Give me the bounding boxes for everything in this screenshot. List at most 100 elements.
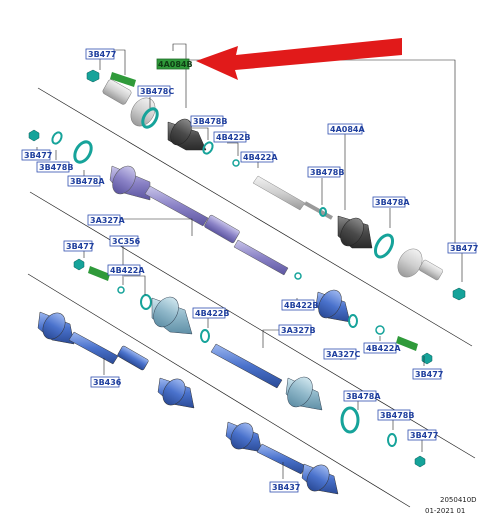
label-l21: 3A327C <box>323 348 360 360</box>
part-number-box <box>213 131 247 143</box>
small-clip-low <box>117 286 125 294</box>
part-number-text: 3B477 <box>450 244 478 253</box>
label-l16: 3C356 <box>109 235 141 247</box>
teal-clamp <box>202 141 214 155</box>
part-number-text: 3A327B <box>281 326 316 335</box>
part-number-box <box>109 235 139 247</box>
part-number-text: 3B478B <box>39 163 73 172</box>
part-number-box <box>307 166 341 178</box>
part-number-box <box>87 214 121 226</box>
label-l8: 3B478B <box>36 161 73 173</box>
damper-blue <box>117 345 149 371</box>
part-number-text: 3B478B <box>193 117 227 126</box>
label-l27: 3B477 <box>407 429 438 441</box>
label-l14: 3A327A <box>87 214 125 226</box>
label-l22: 4B422A <box>363 342 401 354</box>
footer-code: 2050410D <box>440 496 477 504</box>
hex-nut-low <box>73 258 85 271</box>
part-number-box <box>190 115 224 127</box>
shaft-blue-bottom <box>68 331 119 365</box>
outer-cv-joint-grey <box>397 248 444 281</box>
part-number-box <box>67 175 101 187</box>
shaft-assembly-bottom <box>37 311 339 495</box>
shaft-purple <box>144 185 209 227</box>
boot-blue-bottom-4 <box>301 463 339 495</box>
part-number-text: 4B422A <box>243 153 278 162</box>
label-l26: 3B478B <box>377 409 414 421</box>
part-number-box <box>137 85 171 97</box>
teal-clamp-2 <box>319 207 327 217</box>
label-l7: 3B477 <box>21 149 52 161</box>
part-number-text: 4B422A <box>366 344 401 353</box>
shaft-assembly-lower <box>73 258 426 468</box>
label-l18: 4B422B <box>192 307 229 319</box>
label-l11: 3B478B <box>307 166 344 178</box>
shaft-end <box>304 201 333 220</box>
damper-purple <box>204 214 240 244</box>
part-number-text: 3B477 <box>415 370 443 379</box>
boot-blue-bottom-2 <box>157 377 195 409</box>
shaft-purple-2 <box>233 239 289 276</box>
label-l24: 3B436 <box>90 376 122 388</box>
hex-nut-top <box>86 69 100 83</box>
boot-dark <box>167 118 207 151</box>
part-number-box <box>85 48 115 60</box>
part-number-text: 4B422B <box>216 133 250 142</box>
label-l23: 3B477 <box>412 368 443 380</box>
part-number-box <box>343 390 377 402</box>
part-number-box <box>412 368 442 380</box>
part-number-box <box>240 151 274 163</box>
part-number-text: 3B478C <box>140 87 174 96</box>
label-l12: 3B478A <box>372 196 410 208</box>
part-number-text: 3B477 <box>24 151 52 160</box>
part-number-box <box>278 324 312 336</box>
teal-clamp-mid-2 <box>348 314 358 328</box>
part-number-text: 4B422B <box>195 309 229 318</box>
part-number-text: 3A327A <box>90 216 125 225</box>
shaft-assembly-top <box>86 69 466 301</box>
part-number-text: 4B422B <box>284 301 318 310</box>
part-number-text: 3B478A <box>346 392 381 401</box>
teal-clamp-low <box>140 294 152 310</box>
label-l25: 3B478A <box>343 390 381 402</box>
boot-purple <box>109 165 151 201</box>
part-number-text: 3B436 <box>93 378 122 387</box>
part-number-text: 3B437 <box>272 483 300 492</box>
part-number-box <box>21 149 51 161</box>
label-l13: 3B477 <box>447 242 478 254</box>
part-number-box <box>281 299 315 311</box>
part-number-text: 4A084A <box>330 125 365 134</box>
boot-blue <box>315 289 351 323</box>
cv-joint-blue-grey <box>285 376 323 411</box>
teal-clamp-low-3 <box>387 433 397 447</box>
green-bolt-mid <box>396 336 418 351</box>
teal-clamp-mid <box>51 131 63 145</box>
footer-date: 01-2021 01 <box>425 507 465 515</box>
label-l28: 3B437 <box>269 481 300 493</box>
part-number-text: 3A327C <box>326 350 360 359</box>
label-l5: 4B422B <box>213 131 250 143</box>
teal-ring-2 <box>373 233 395 259</box>
part-number-text: 3B478A <box>70 177 105 186</box>
hex-nut-mid-2 <box>421 352 433 365</box>
part-number-box <box>323 348 357 360</box>
part-number-text: 4A084B <box>158 60 193 69</box>
green-bolt <box>110 72 136 87</box>
part-number-box <box>269 481 299 493</box>
part-number-text: 3B478B <box>310 168 344 177</box>
part-number-box <box>90 376 120 388</box>
part-number-box <box>107 264 141 276</box>
part-labels: 3B477 4A084B 3B478C 3B478B 4B422B 4B422A… <box>21 48 478 493</box>
teal-ring <box>141 107 159 129</box>
teal-ring-mid <box>73 140 93 164</box>
green-bolt-low <box>88 266 110 281</box>
shaft-blue-mid <box>210 343 283 389</box>
hex-nut-low-2 <box>414 455 426 468</box>
part-number-text: 3B477 <box>88 50 116 59</box>
small-clip-mid <box>294 272 302 280</box>
small-clip <box>232 159 240 167</box>
part-number-text: 3B477 <box>66 242 94 251</box>
part-number-box <box>327 123 363 135</box>
hex-nut <box>452 287 466 301</box>
part-number-box <box>447 242 477 254</box>
